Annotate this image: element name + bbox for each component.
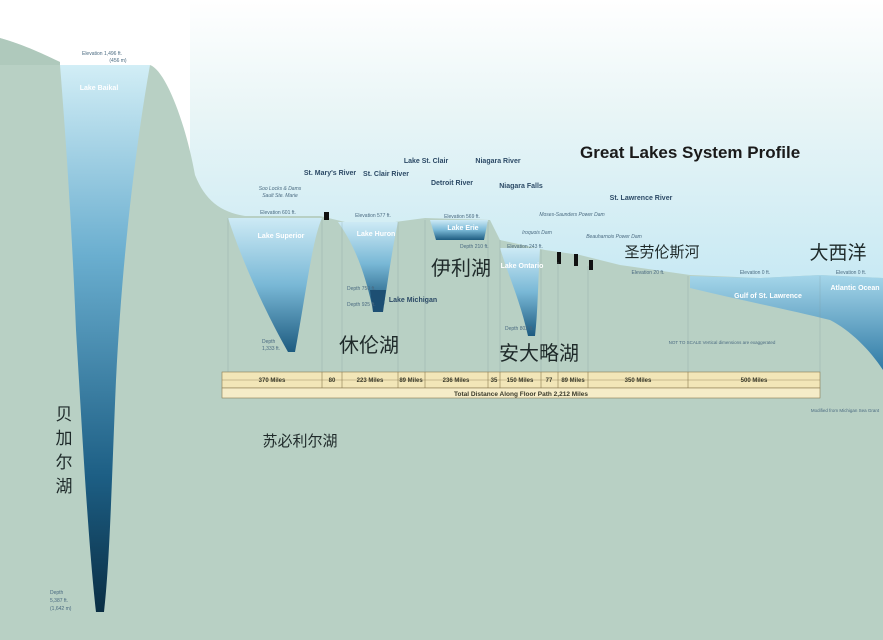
huron-elevation: Elevation 577 ft. bbox=[355, 213, 391, 219]
lake-superior-label: Lake Superior bbox=[258, 233, 305, 240]
iroquois-dam-label: Iroquois Dam bbox=[522, 230, 552, 236]
cn-baikal-3: 尔 bbox=[56, 453, 73, 473]
superior-depth-1: Depth bbox=[262, 339, 276, 345]
segment-3: 89 Miles bbox=[399, 378, 423, 384]
segment-4: 236 Miles bbox=[443, 378, 470, 384]
segment-9: 350 Miles bbox=[625, 378, 652, 384]
soo-locks-label: Soo Locks & Dams bbox=[259, 186, 302, 192]
st-lawrence-elevation: Elevation 20 ft. bbox=[631, 270, 664, 276]
cn-erie: 伊利湖 bbox=[431, 256, 491, 280]
segment-2: 223 Miles bbox=[357, 378, 384, 384]
baikal-mountains bbox=[0, 38, 60, 65]
lake-superior-water bbox=[228, 218, 322, 352]
atlantic-elevation: Elevation 0 ft. bbox=[836, 270, 866, 276]
lake-michigan-label: Lake Michigan bbox=[389, 297, 437, 304]
baikal-elevation-m: (456 m) bbox=[109, 58, 127, 64]
st-lawrence-river-label: St. Lawrence River bbox=[610, 195, 673, 202]
detroit-river-label: Detroit River bbox=[431, 180, 473, 187]
cn-ontario: 安大略湖 bbox=[499, 341, 579, 365]
ontario-elevation: Elevation 243 ft. bbox=[507, 244, 543, 250]
baikal-depth-2: 5,387 ft. bbox=[50, 598, 68, 604]
michigan-depth: Depth 925 ft. bbox=[347, 302, 376, 308]
gulf-of-st-lawrence-label: Gulf of St. Lawrence bbox=[734, 293, 802, 300]
lake-huron-water bbox=[338, 222, 398, 305]
st-lawrence-ocean-water bbox=[690, 275, 883, 370]
cn-st-lawrence: 圣劳伦斯河 bbox=[624, 243, 699, 261]
land-profile bbox=[0, 38, 883, 640]
segment-1: 80 bbox=[329, 378, 336, 384]
segment-10: 500 Miles bbox=[741, 378, 768, 384]
st-marys-river-label: St. Mary's River bbox=[304, 170, 357, 177]
erie-elevation: Elevation 569 ft. bbox=[444, 214, 480, 220]
cn-baikal-2: 加 bbox=[56, 429, 73, 449]
beauharnois-dam bbox=[589, 260, 593, 270]
lake-erie-water bbox=[430, 220, 488, 240]
segment-8: 89 Miles bbox=[561, 378, 585, 384]
ontario-depth: Depth 802 ft. bbox=[505, 326, 534, 332]
cn-baikal-4: 湖 bbox=[56, 477, 73, 497]
baikal-depth-1: Depth bbox=[50, 590, 64, 596]
st-clair-river-label: St. Clair River bbox=[363, 171, 409, 178]
superior-depth-2: 1,333 ft. bbox=[262, 346, 280, 352]
guide-lines bbox=[227, 218, 821, 372]
lake-michigan-water bbox=[370, 290, 386, 312]
lake-baikal-label: Lake Baikal bbox=[80, 85, 119, 92]
diagram-title: Great Lakes System Profile bbox=[580, 143, 800, 162]
segment-0: 370 Miles bbox=[259, 378, 286, 384]
soo-locks-label-2: Sault Ste. Marie bbox=[262, 193, 298, 199]
cn-atlantic: 大西洋 bbox=[809, 242, 866, 264]
segment-7: 77 bbox=[546, 378, 553, 384]
superior-elevation: Elevation 601 ft. bbox=[260, 210, 296, 216]
gulf-elevation: Elevation 0 ft. bbox=[740, 270, 770, 276]
lake-st-clair-label: Lake St. Clair bbox=[404, 158, 449, 165]
lake-ontario-label: Lake Ontario bbox=[501, 263, 544, 270]
cn-huron: 休伦湖 bbox=[339, 333, 399, 357]
baikal-elevation: Elevation 1,496 ft. bbox=[82, 51, 122, 57]
beauharnois-label: Beauharnois Power Dam bbox=[586, 234, 642, 240]
niagara-river-label: Niagara River bbox=[475, 158, 520, 165]
moses-saunders-dam bbox=[574, 254, 578, 266]
distance-bar: 370 Miles 80 223 Miles 89 Miles 236 Mile… bbox=[221, 371, 821, 399]
lake-ontario-water bbox=[500, 248, 540, 336]
cn-superior: 苏必利尔湖 bbox=[262, 432, 337, 450]
segment-6: 150 Miles bbox=[507, 378, 534, 384]
baikal-depth-3: (1,642 m) bbox=[50, 606, 72, 612]
soo-locks-dam bbox=[324, 212, 329, 220]
atlantic-ocean-label: Atlantic Ocean bbox=[830, 285, 879, 292]
credit-label: Modified from Michigan Sea Grant bbox=[811, 408, 880, 413]
not-to-scale-note: NOT TO SCALE Vertical dimensions are exa… bbox=[669, 340, 776, 345]
iroquois-dam bbox=[557, 252, 561, 264]
moses-saunders-label: Moses-Saunders Power Dam bbox=[539, 212, 604, 218]
segment-5: 35 bbox=[491, 378, 498, 384]
lake-baikal-water bbox=[60, 65, 150, 612]
lake-erie-label: Lake Erie bbox=[447, 225, 478, 232]
niagara-falls-label: Niagara Falls bbox=[499, 183, 543, 190]
cn-baikal-1: 贝 bbox=[56, 405, 73, 425]
huron-depth: Depth 750 ft. bbox=[347, 286, 376, 292]
erie-depth: Depth 210 ft. bbox=[460, 244, 489, 250]
total-distance: Total Distance Along Floor Path 2,212 Mi… bbox=[454, 391, 588, 398]
lake-huron-label: Lake Huron bbox=[357, 231, 396, 238]
